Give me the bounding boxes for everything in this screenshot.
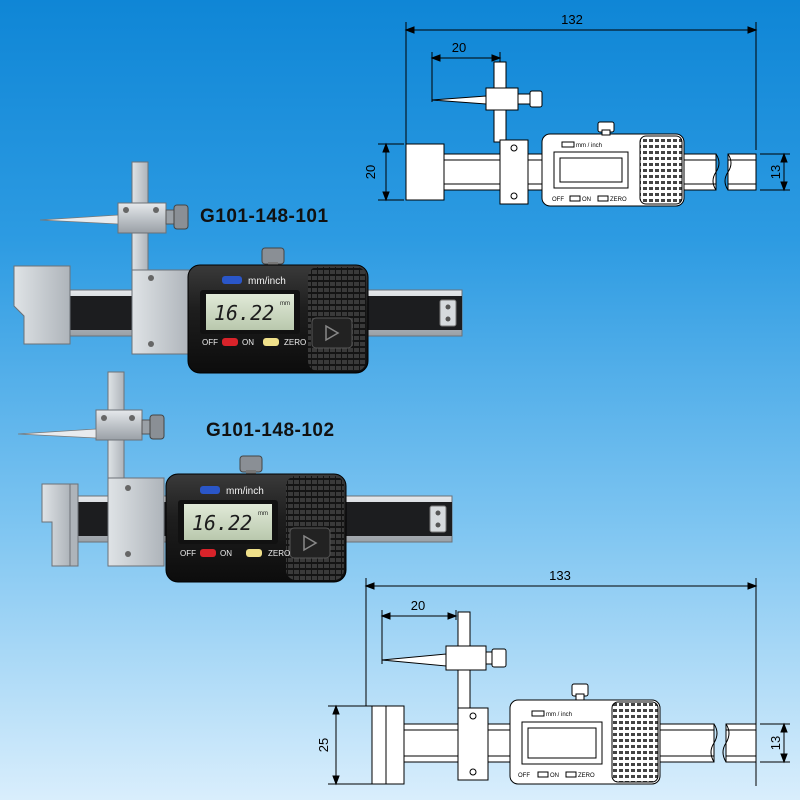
- lcd-unit: mm: [280, 301, 290, 307]
- lcd-unit: mm: [258, 511, 268, 517]
- unit-button-label: mm/inch: [248, 276, 286, 287]
- lcd-display: [184, 504, 272, 540]
- technical-drawing-bottom-labels: 133 20 25 13 mm / inch OFF ON ZERO: [316, 568, 783, 779]
- technical-drawing-bottom: [328, 578, 790, 786]
- zero-button: [263, 338, 279, 346]
- unit-button: [222, 276, 242, 284]
- gauge-photo-102: mm/inch 16.22 mm OFF ON ZERO: [17, 371, 453, 583]
- zero-label: ZERO: [268, 549, 290, 558]
- lcd-display: [206, 294, 294, 330]
- zero-label: ZERO: [610, 197, 627, 203]
- zero-label: ZERO: [284, 338, 306, 347]
- lcd-reading: 16.22: [214, 301, 274, 325]
- gauge-photo-101: mm/inch 16.22 mm OFF ON ZERO: [13, 161, 463, 374]
- off-label: OFF: [518, 773, 530, 779]
- on-label: ON: [220, 549, 232, 558]
- dim-total-length: 133: [549, 568, 571, 583]
- on-label: ON: [550, 773, 559, 779]
- zero-button: [246, 549, 262, 557]
- off-label: OFF: [180, 549, 196, 558]
- unit-button: [200, 486, 220, 494]
- dim-total-length: 132: [561, 12, 583, 27]
- unit-button-label: mm/inch: [226, 486, 264, 497]
- unit-button-label: mm / inch: [546, 712, 572, 718]
- dim-bar-height: 13: [768, 165, 783, 179]
- dim-bar-height: 13: [768, 736, 783, 750]
- lcd-reading: 16.22: [192, 511, 252, 535]
- on-off-button: [222, 338, 238, 346]
- on-label: ON: [242, 338, 254, 347]
- dim-probe-offset: 20: [411, 598, 425, 613]
- on-label: ON: [582, 197, 591, 203]
- technical-drawing-top-labels: 132 20 20 13 mm / inch OFF ON ZERO: [363, 12, 783, 203]
- unit-button-label: mm / inch: [576, 143, 602, 149]
- model-number-bottom: G101-148-102: [206, 420, 335, 441]
- model-number-top: G101-148-101: [200, 206, 329, 227]
- off-label: OFF: [552, 197, 564, 203]
- dim-height: 20: [363, 165, 378, 179]
- dim-probe-offset: 20: [452, 40, 466, 55]
- technical-drawing-top: [378, 22, 790, 207]
- off-label: OFF: [202, 338, 218, 347]
- dim-height: 25: [316, 738, 331, 752]
- zero-label: ZERO: [578, 773, 595, 779]
- on-off-button: [200, 549, 216, 557]
